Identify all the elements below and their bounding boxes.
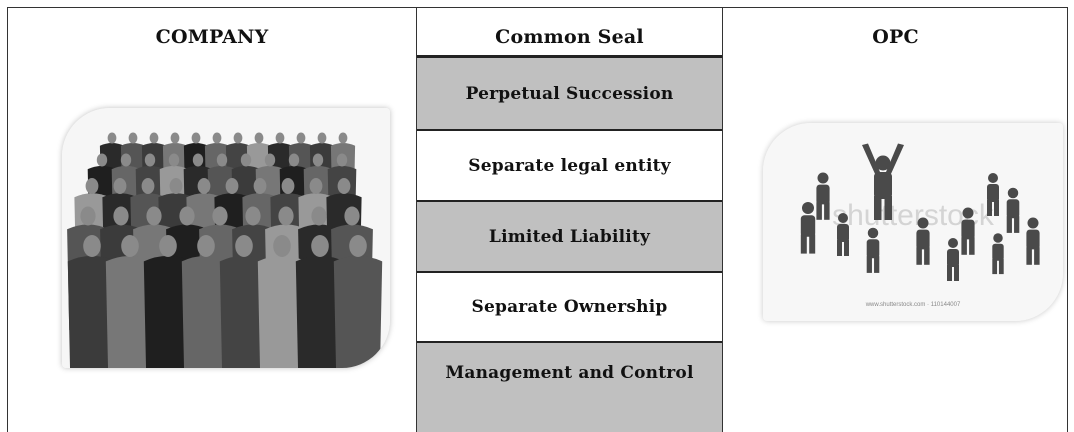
feature-row-perpetual-succession: Perpetual Succession	[417, 58, 722, 129]
row-divider	[417, 341, 722, 343]
opc-heading: OPC	[872, 26, 919, 48]
features-column: Perpetual Succession Separate legal enti…	[417, 7, 722, 432]
feature-row-separate-ownership: Separate Ownership	[417, 273, 722, 341]
common-seal-heading: Common Seal	[495, 26, 644, 48]
figures-group-icon: shutterstock www.shutterstock.com · 1101…	[763, 123, 1063, 321]
comparison-table	[7, 7, 1068, 432]
photo-credit: www.shutterstock.com · 110144007	[865, 302, 961, 308]
feature-row-limited-liability: Limited Liability	[417, 202, 722, 271]
feature-row-separate-legal-entity: Separate legal entity	[417, 131, 722, 200]
opc-figures-photo: shutterstock www.shutterstock.com · 1101…	[763, 123, 1063, 321]
row-divider	[417, 200, 722, 202]
column-divider-left	[416, 7, 417, 432]
heading-underline	[417, 55, 722, 58]
feature-row-management-and-control: Management and Control	[417, 343, 722, 432]
row-divider	[417, 129, 722, 131]
row-divider	[417, 271, 722, 273]
crowd-photo	[62, 108, 390, 368]
company-heading: COMPANY	[155, 26, 269, 48]
crowd-people-icon	[62, 108, 390, 368]
column-divider-right	[722, 7, 723, 432]
